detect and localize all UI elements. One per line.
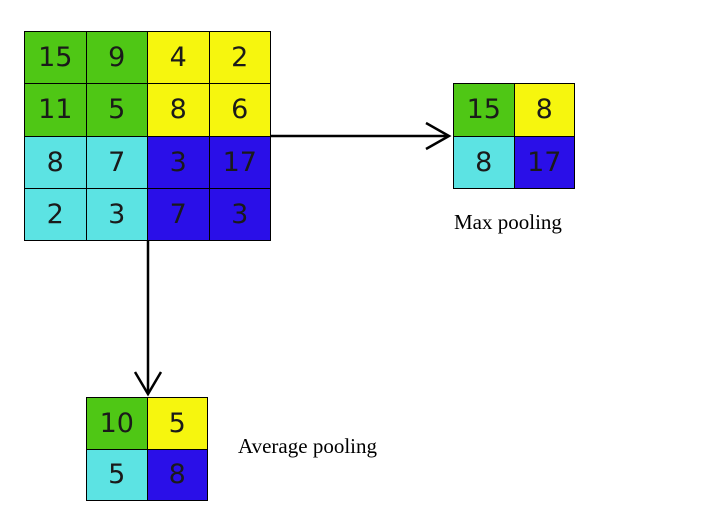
input-cell: 3 — [209, 188, 270, 240]
arrow-to-average-pooling — [133, 241, 163, 397]
average-pooling-label: Average pooling — [238, 434, 377, 458]
input-cell: 3 — [86, 188, 147, 240]
average-pooling-cell: 5 — [147, 398, 207, 449]
input-cell: 11 — [25, 84, 86, 136]
max-pooling-cell: 8 — [514, 84, 574, 136]
input-cell: 8 — [25, 136, 86, 188]
input-cell: 9 — [86, 32, 147, 84]
max-pooling-cell: 17 — [514, 136, 574, 188]
max-pooling-cell: 15 — [454, 84, 514, 136]
average-pooling-cell: 5 — [87, 449, 147, 500]
arrow-to-max-pooling — [271, 121, 452, 151]
input-cell: 5 — [86, 84, 147, 136]
max-pooling-cell: 8 — [454, 136, 514, 188]
max-pooling-label: Max pooling — [454, 210, 562, 234]
input-cell: 2 — [25, 188, 86, 240]
input-cell: 7 — [86, 136, 147, 188]
average-pooling-cell: 8 — [147, 449, 207, 500]
input-cell: 17 — [209, 136, 270, 188]
input-cell: 8 — [148, 84, 209, 136]
input-cell: 7 — [148, 188, 209, 240]
input-cell: 2 — [209, 32, 270, 84]
input-cell: 6 — [209, 84, 270, 136]
input-cell: 3 — [148, 136, 209, 188]
input-cell: 4 — [148, 32, 209, 84]
average-pooling-cell: 10 — [87, 398, 147, 449]
input-cell: 15 — [25, 32, 86, 84]
